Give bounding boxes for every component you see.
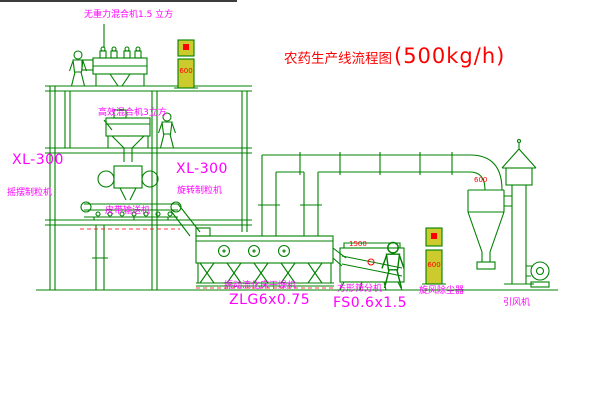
label-sieve-name: 方形筛分机 xyxy=(337,284,383,294)
operator-figure xyxy=(381,241,405,289)
label-cyclone: 旋风除尘器 xyxy=(419,286,465,296)
sieve-motor-mark xyxy=(367,258,375,266)
zero-gravity-mixer xyxy=(81,24,148,87)
label-sieve-model: FS0.6x1.5 xyxy=(333,295,408,311)
drawing-lines xyxy=(36,24,558,291)
label-granulator-left-model: XL-300 xyxy=(12,152,64,168)
red-accent-marks xyxy=(183,44,437,239)
label-belt-conveyor: 皮带输送机 xyxy=(105,206,151,216)
control-panel-right xyxy=(422,227,446,285)
cyclone-dimension-text: 600 xyxy=(474,176,488,184)
label-granulator-mid-name: 旋转制粒机 xyxy=(177,186,223,196)
control-panel-top xyxy=(174,39,198,89)
label-zero-gravity-mixer: 无重力混合机1.5 立方 xyxy=(84,10,174,20)
operator-figure xyxy=(157,112,177,149)
exhaust-ductwork xyxy=(258,152,503,236)
label-dryer-model: ZLG6x0.75 xyxy=(229,292,311,308)
cyclone-separator xyxy=(467,189,512,270)
exhaust-stack xyxy=(501,138,537,285)
title-capacity: (500kg/h) xyxy=(394,44,506,68)
label-granulator-left-name: 摇摆制粒机 xyxy=(7,188,53,198)
red-dashed-lines xyxy=(80,228,334,289)
panel-top-text: 600 xyxy=(179,67,193,75)
title-text: 农药生产线流程图 xyxy=(284,51,392,67)
square-sieve xyxy=(339,242,405,291)
sieve-dimension-text: 1500 xyxy=(349,240,367,248)
label-granulator-mid-model: XL-300 xyxy=(176,161,228,177)
label-high-efficiency-mixer: 高效混合机3立方 xyxy=(98,108,167,118)
page-title: 农药生产线流程图 (500kg/h) xyxy=(284,44,505,68)
label-dryer-name: 振动流化床干燥机 xyxy=(224,281,297,291)
label-fan: 引风机 xyxy=(503,298,531,308)
panel-right-text: 600 xyxy=(427,261,441,269)
rotary-granulator xyxy=(97,165,159,201)
platform-structure xyxy=(45,85,252,290)
fluid-bed-dryer xyxy=(195,227,347,287)
belt-conveyor xyxy=(80,201,201,237)
induced-draft-fan xyxy=(526,261,550,288)
operator-figure xyxy=(68,50,88,87)
window-edge xyxy=(0,0,237,2)
high-efficiency-mixer xyxy=(103,109,151,162)
